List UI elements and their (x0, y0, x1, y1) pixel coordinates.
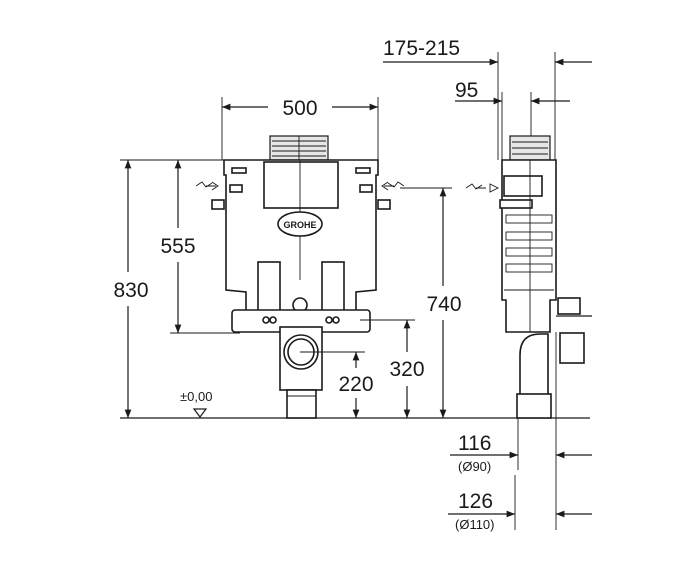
grohe-logo (277, 211, 323, 237)
dim-depth-126: 126 (458, 490, 493, 513)
logo-text: GROHE (283, 220, 316, 230)
dim-height-830: 830 (113, 279, 148, 302)
dim-depth-116: 116 (458, 432, 491, 455)
floor-level-label: ±0,00 (180, 389, 212, 404)
dim-width-500: 500 (282, 97, 317, 120)
side-view-frame (465, 135, 592, 419)
dim-height-555: 555 (160, 235, 195, 258)
dim-depth-175-215: 175-215 (383, 37, 460, 60)
dim-depth-95: 95 (455, 79, 478, 102)
pipe-diameter-90: (Ø90) (458, 459, 491, 474)
dim-height-320: 320 (389, 358, 424, 381)
dim-height-220: 220 (338, 373, 373, 396)
floor-level-marker (192, 408, 208, 418)
dim-height-740: 740 (426, 293, 461, 316)
pipe-diameter-110: (Ø110) (455, 517, 495, 532)
